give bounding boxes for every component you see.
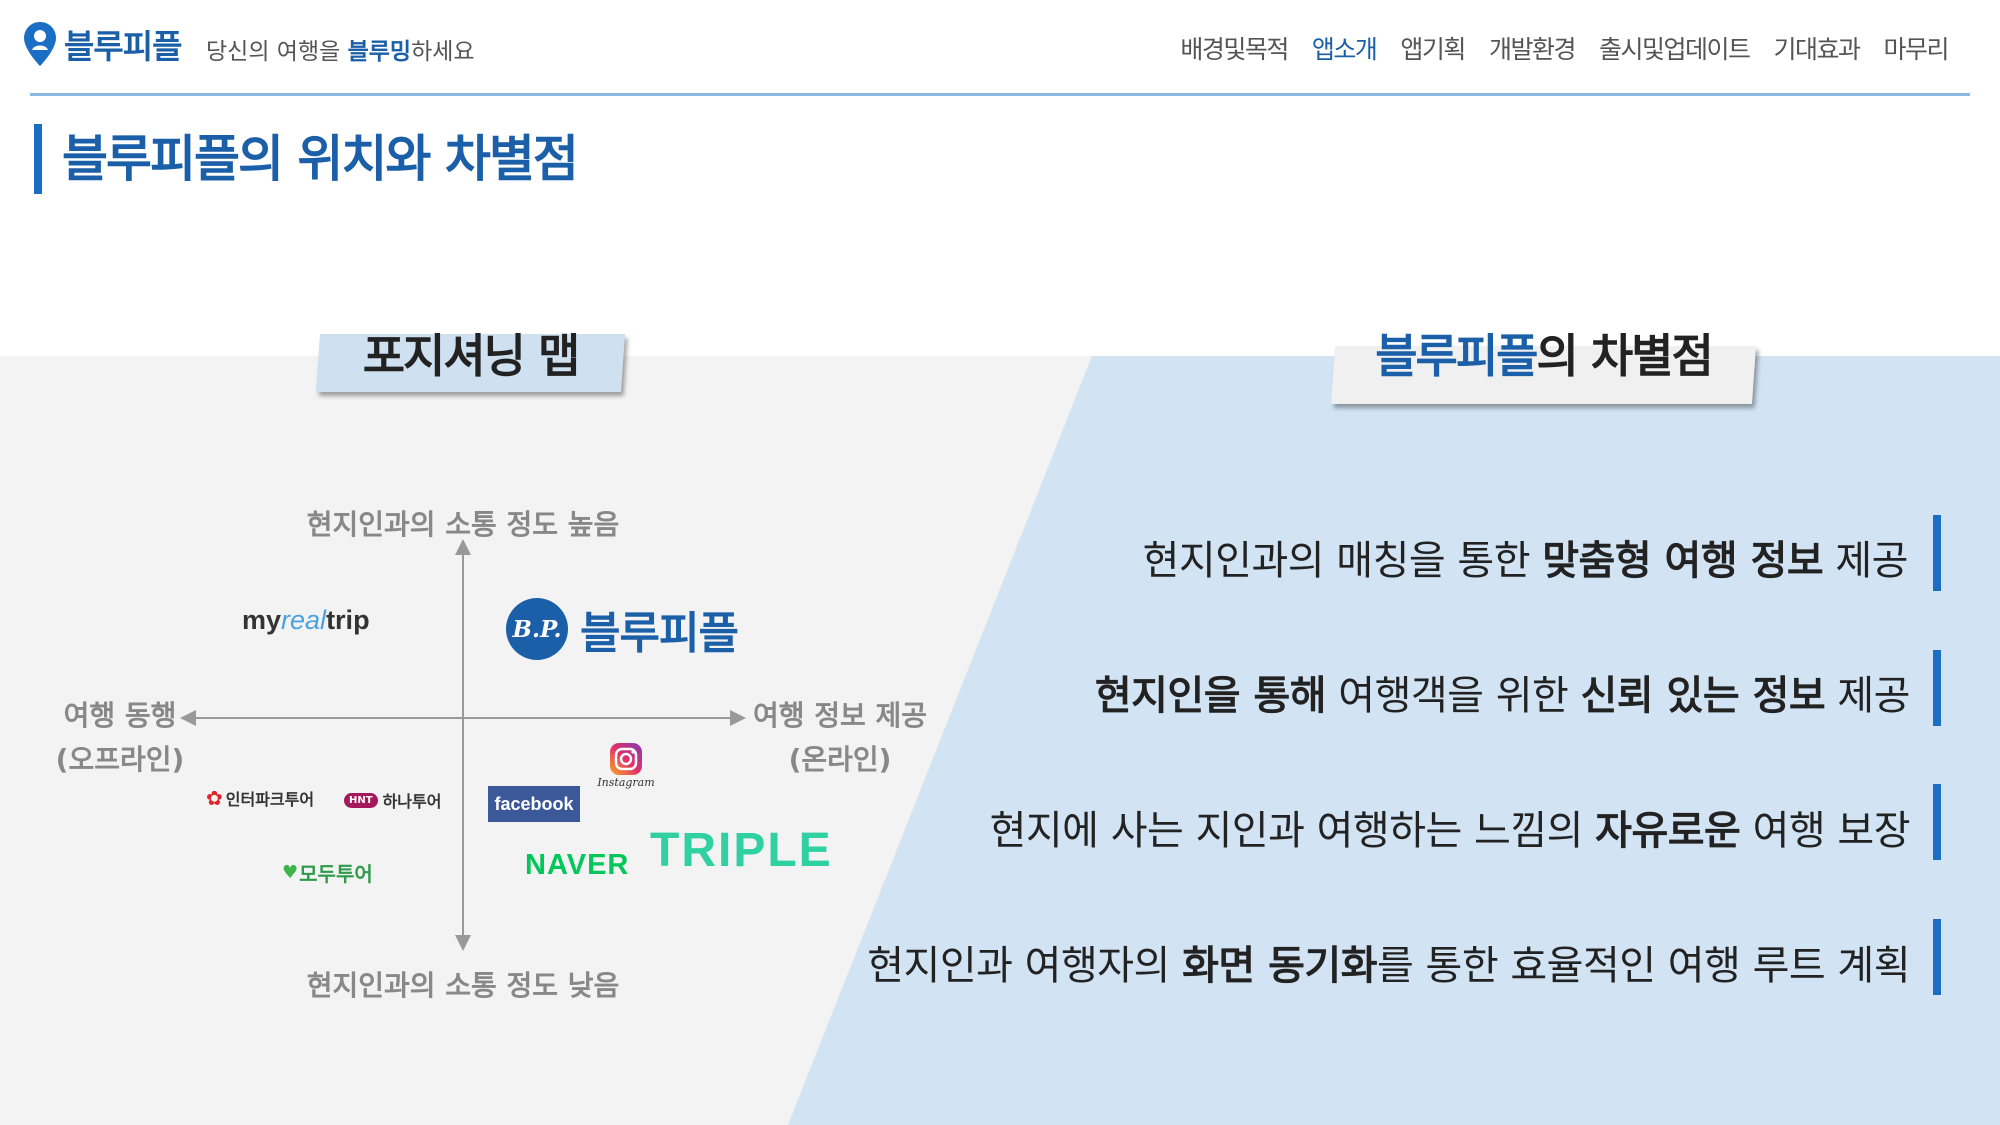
differentiator-tag: 블루피플의 차별점 [1333,320,1754,386]
brand-instagram: Instagram [594,742,658,789]
differentiator-tag-text: 의 차별점 [1536,329,1713,383]
differentiator-accent-bar [1933,515,1941,591]
diff-2-emphasis-1: 현지인을 통해 [1094,673,1327,719]
differentiator-accent-bar [1933,919,1941,995]
instagram-label: Instagram [597,776,655,789]
tagline: 당신의 여행을 블루밍하세요 [206,32,475,66]
brand-interpark: ✿ 인터파크투어 [206,786,314,810]
brand-myrealtrip-my: my [242,605,282,635]
bluepeople-wordmark: 블루피플 [580,608,739,659]
nav-menu: 배경및목적 앱소개 앱기획 개발환경 출시및업데이트 기대효과 마무리 [1180,30,1949,66]
diff-1-tail: 제공 [1823,538,1908,584]
diff-2-text: 여행객을 위한 [1326,673,1581,719]
location-pin-icon [24,22,56,66]
axis-label-bottom: 현지인과의 소통 정도 낮음 [306,969,620,1002]
brand-triple: TRIPLE [650,824,833,877]
instagram-icon [610,743,642,775]
brand-modutour: ♥ 모두투어 [282,858,373,887]
diff-4-text: 현지인과 여행자의 [867,943,1183,989]
diff-2-tail: 제공 [1825,673,1910,719]
header: 블루피플 당신의 여행을 블루밍하세요 배경및목적 앱소개 앱기획 개발환경 출… [0,0,2000,96]
diff-4-emphasis: 화면 동기화 [1182,943,1378,989]
nav-item-app-intro[interactable]: 앱소개 [1311,35,1378,64]
differentiator-item: 현지인을 통해 여행객을 위한 신뢰 있는 정보 제공 [1094,663,1911,721]
nav-item-dev-env[interactable]: 개발환경 [1488,35,1577,64]
axis-label-top: 현지인과의 소통 정도 높음 [306,508,620,541]
modutour-label: 모두투어 [299,862,373,886]
nav-item-release[interactable]: 출시및업데이트 [1598,35,1751,64]
hanatour-label: 하나투어 [382,792,442,811]
differentiator-accent-bar [1933,650,1941,726]
nav-item-app-planning[interactable]: 앱기획 [1400,35,1466,64]
tagline-text: 당신의 여행을 [206,39,348,65]
differentiator-tag-brand: 블루피플 [1375,329,1538,383]
diff-2-emphasis-2: 신뢰 있는 정보 [1580,673,1826,719]
interpark-flower-icon: ✿ [206,786,223,810]
tagline-highlight: 블루밍 [347,39,412,65]
bluepeople-badge-text: B.P. [512,615,562,643]
nav-item-effects[interactable]: 기대효과 [1773,35,1861,64]
bluepeople-badge: B.P. [506,598,568,660]
modutour-heart-icon: ♥ [282,862,299,883]
differentiator-item: 현지인과의 매칭을 통한 맞춤형 여행 정보 제공 [1142,528,1909,586]
diff-3-emphasis: 자유로운 [1595,808,1741,854]
brand-bluepeople: B.P. 블루피플 [506,597,739,661]
axis-label-right-line1: 여행 정보 제공 [752,699,928,732]
axis-label-left-line1: 여행 동행 [63,699,177,732]
facebook-wordmark: facebook [494,794,574,814]
brand-myrealtrip-real: real [281,605,327,635]
positioning-tag: 포지셔닝 맵 [362,329,581,383]
diff-4-tail: 를 통한 효율적인 여행 루트 계획 [1377,943,1910,989]
brand-myrealtrip: myrealtrip [242,605,370,636]
axis-label-right-line2: (온라인) [788,743,892,776]
axis-label-left-line2: (오프라인) [55,743,185,776]
differentiator-accent-bar [1933,784,1941,860]
axis-label-left: 여행 동행 (오프라인) [40,694,200,782]
differentiator-item: 현지에 사는 지인과 여행하는 느낌의 자유로운 여행 보장 [989,798,1911,856]
diff-3-tail: 여행 보장 [1740,808,1911,854]
tagline-suffix: 하세요 [411,39,475,65]
hanatour-badge: HNT [344,792,378,808]
axis-label-right: 여행 정보 제공 (온라인) [740,694,940,782]
brand-naver: NAVER [525,849,630,881]
diff-1-text: 현지인과의 매칭을 통한 [1142,538,1543,584]
brand-myrealtrip-trip: trip [326,605,370,635]
differentiator-panel [788,356,2000,1125]
nav-item-background[interactable]: 배경및목적 [1180,35,1289,64]
logo-text: 블루피플 [64,27,182,66]
nav-item-closing[interactable]: 마무리 [1883,35,1949,64]
header-divider [30,93,1970,96]
differentiator-item: 현지인과 여행자의 화면 동기화를 통한 효율적인 여행 루트 계획 [867,933,1910,991]
interpark-label: 인터파크투어 [225,790,315,809]
diff-1-emphasis: 맞춤형 여행 정보 [1542,538,1824,584]
brand-hanatour: HNT 하나투어 [344,788,441,812]
diff-3-text: 현지에 사는 지인과 여행하는 느낌의 [989,808,1596,854]
brand-facebook: facebook [488,786,580,822]
logo[interactable]: 블루피플 [22,20,182,68]
page-title: 블루피플의 위치와 차별점 [34,124,579,194]
